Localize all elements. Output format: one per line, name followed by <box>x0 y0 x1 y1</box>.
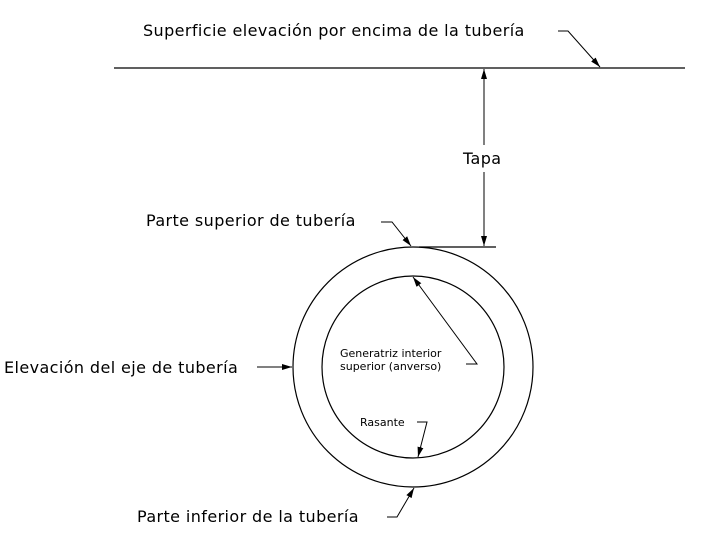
pipe-bottom-leader <box>387 487 415 518</box>
pipe-outer-wall <box>292 246 534 488</box>
pipe-top-label: Parte superior de tubería <box>146 211 356 230</box>
surface-leader <box>558 30 601 68</box>
crown-label-line2: superior (anverso) <box>340 360 441 373</box>
invert-leader <box>417 421 428 458</box>
pipe-top-leader <box>381 221 412 247</box>
pipe-inner-wall <box>321 275 505 459</box>
invert-label: Rasante <box>360 416 405 429</box>
centerline-label: Elevación del eje de tubería <box>4 358 238 377</box>
crown-label-line1: Generatriz interior <box>340 347 442 360</box>
surface-label: Superficie elevación por encima de la tu… <box>143 21 525 40</box>
cover-label: Tapa <box>462 149 502 168</box>
pipe-bottom-label: Parte inferior de la tubería <box>137 507 359 526</box>
crown-leader <box>412 276 478 365</box>
